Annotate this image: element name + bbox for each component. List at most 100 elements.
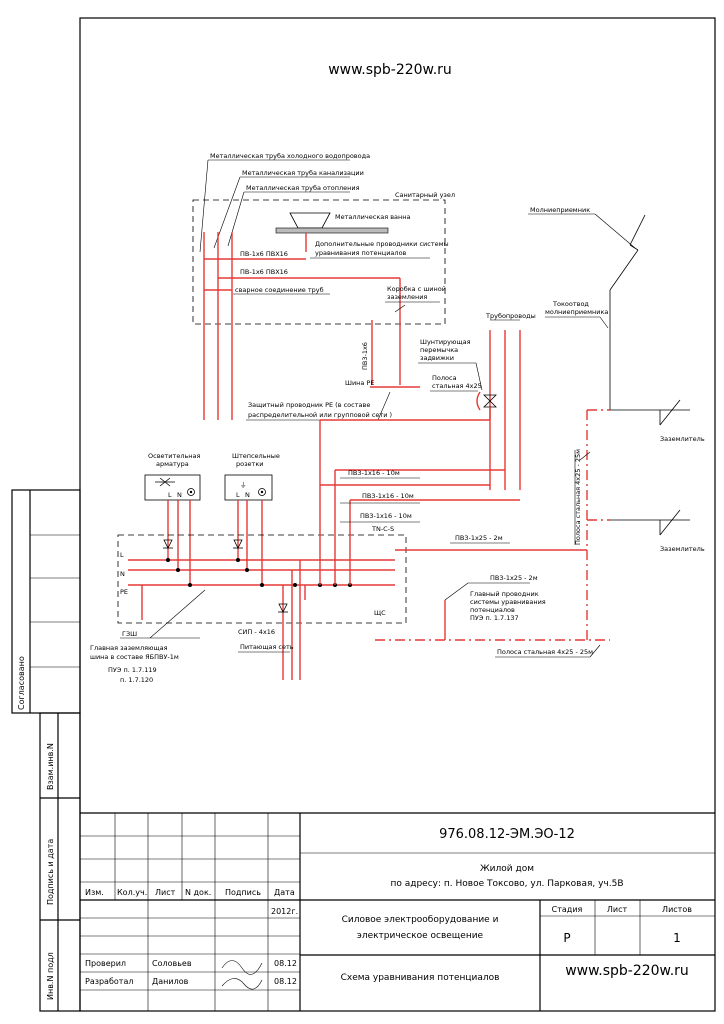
name-2: Данилов [152,977,189,986]
earth-2-label: Заземлитель [660,545,705,553]
col-ndok: N док. [185,888,211,897]
pv25-b: ПВ3-1х25 - 2м [490,574,538,582]
shch-label: ЩС [374,609,386,617]
socket-label-1: Штепсельные [232,452,280,460]
title-block [80,812,715,1011]
pv16-a: ПВ3-1х16 - 10м [348,469,400,477]
sock-N: N [245,491,250,499]
strip-bottom-label: Полоса стальная 4х25 - 25м [497,648,593,656]
gzsh-2: шина в составе ЯБПВУ-1м [90,653,179,661]
side-podpis: Подпись и дата [46,839,55,905]
socket-box [224,474,273,501]
col-izm: Изм. [85,888,104,897]
lamp-label-1: Осветительная [148,452,201,460]
extra-cond-1: Дополнительные проводники системы [315,240,449,248]
object-2: по адресу: п. Новое Токсово, ул. Паркова… [390,879,623,889]
extra-cond-2: уравнивания потенциалов [315,249,407,257]
strip-1: Полоса [432,374,457,382]
box-label-1: Коробка с шиной [387,285,446,293]
valve-symbol [483,394,497,408]
pe-cond-2: распределительной или групповой сети ) [248,411,392,419]
gzsh-3: ПУЭ п. 1.7.119 [108,666,157,674]
main-cond-2: системы уравнивания [470,598,546,606]
main-cond-4: ПУЭ п. 1.7.137 [470,614,519,622]
pipe-cold-label: Металлическая труба холодного водопровод… [210,152,370,160]
pipelines-label: Трубопроводы [485,312,536,320]
site-url-top: www.spb-220w.ru [328,62,452,78]
shunt-3: задвижки [420,354,454,362]
date-2: 08.12 [274,977,297,986]
listov-value: 1 [673,931,681,945]
signature-2 [221,978,263,990]
signature-1 [221,960,263,975]
box-label-2: заземления [387,293,427,301]
earth-1-label: Заземлитель [660,435,705,443]
downcond-1: Токоотвод [552,300,589,308]
lightning-rod-label: Молниеприемник [530,206,590,214]
sanitary-node-label: Санитарный узел [395,191,455,199]
col-kol: Кол.уч. [117,888,147,897]
pv1-label: ПВ-1х6 ПВХ16 [240,250,288,258]
sock-L: L [236,491,240,499]
side-soglasovano: Согласовано [17,656,26,710]
lamp-box [144,474,201,501]
bus-L: L [120,551,124,559]
socket-symbol: ⏚ [240,481,247,489]
shunt-2: перемычка [420,346,458,354]
tncs-label: TN-C-S [371,525,394,533]
shunt-1: Шунтирующая [420,338,471,346]
stadiya-value: Р [563,931,570,945]
left-stamp-lower [39,712,81,1012]
supply-label: Питающая сеть [240,643,294,651]
downcond-2: молниеприемника [545,308,608,316]
list-head: Лист [607,905,628,914]
sip-label: СИП - 4х16 [238,628,275,636]
sanitary-node-box [192,199,446,325]
main-cond-3: потенциалов [470,606,515,614]
gzsh-label: ГЗШ [122,630,137,638]
object-1: Жилой дом [480,864,534,874]
lamp-label-2: арматура [156,460,189,468]
col-podp: Подпись [225,888,261,897]
pipe-heat-label: Металлическая труба отопления [246,184,360,192]
col-data: Дата [274,888,295,897]
gzsh-4: п. 1.7.120 [120,676,153,684]
lamp-N: N [177,491,182,499]
pv3-6-label: ПВ3-1х6 [361,342,369,370]
pv16-b: ПВ3-1х16 - 10м [362,492,414,500]
side-vzam: Взам.инв.N [46,743,55,790]
distribution-board-box [117,534,407,624]
date-1: 08.12 [274,959,297,968]
pe-cond-1: Защитный проводник PE (в составе [248,401,370,409]
side-inv: Инв.N подл [46,952,55,1000]
pe-bus-label: Шина PE [345,379,375,387]
bus-PE: PE [120,588,128,596]
gzsh-1: Главная заземляющая [90,644,168,652]
site-url-bottom: www.spb-220w.ru [565,963,689,979]
year: 2012г. [271,907,298,916]
title-1: Силовое электрооборудование и [342,915,499,925]
pipe-sewer-label: Металлическая труба канализации [242,169,364,177]
name-1: Соловьев [152,959,192,968]
strip-vertical-label: Полоса стальная 4х25 - 25м [574,449,582,545]
listov-head: Листов [662,905,692,914]
title-2: электрическое освещение [357,931,484,941]
stadiya-head: Стадия [552,905,583,914]
bath-label: Металлическая ванна [335,213,411,221]
pv16-c: ПВ3-1х16 - 10м [360,512,412,520]
strip-2: стальная 4х25 [432,382,482,390]
weld-label: сварное соединение труб [235,286,324,294]
doc-code: 976.08.12-ЭМ.ЭО-12 [439,827,575,842]
lamp-L: L [168,491,172,499]
bus-N: N [120,570,125,578]
bath-symbol [289,212,331,229]
pv25-a: ПВ3-1х25 - 2м [455,534,503,542]
pv2-label: ПВ-1х6 ПВХ16 [240,268,288,276]
role-2: Разработал [85,977,133,986]
role-1: Проверил [85,959,126,968]
col-list: Лист [155,888,176,897]
sheet-title: Схема уравнивания потенциалов [341,973,500,983]
socket-label-2: розетки [236,460,264,468]
main-cond-1: Главный проводник [470,590,539,598]
